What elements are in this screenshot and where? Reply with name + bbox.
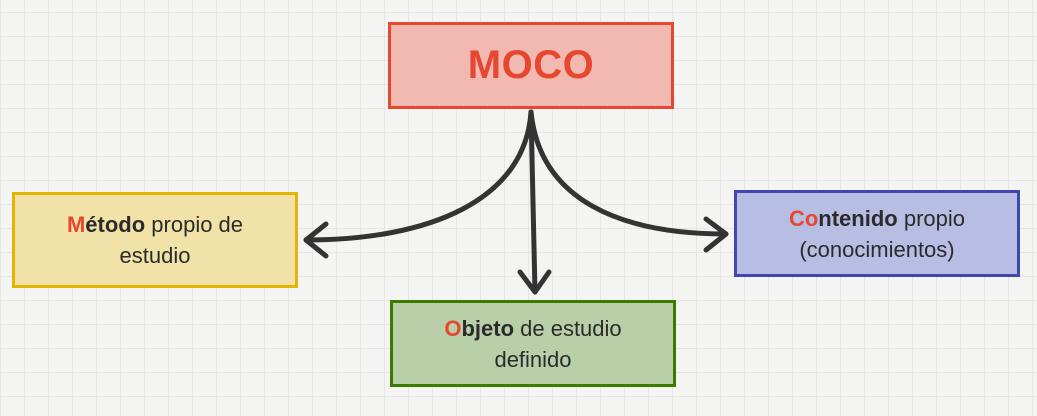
node-objeto-rest: de estudio — [514, 315, 622, 341]
node-metodo-line2: estudio — [119, 243, 191, 268]
node-objeto-line2: definido — [494, 346, 572, 372]
node-metodo-initial: M — [66, 212, 86, 237]
node-contenido-initial: Co — [788, 205, 819, 231]
node-objeto-initial: O — [444, 315, 462, 341]
node-contenido-bold: ntenido — [818, 205, 898, 231]
node-objeto: Objeto de estudio definido — [390, 300, 676, 387]
arrow-to-contenido — [528, 109, 729, 237]
center-node-moco: MOCO — [388, 22, 674, 109]
node-contenido-rest: propio — [897, 205, 966, 231]
node-objeto-bold: bjeto — [461, 315, 515, 341]
center-node-title: MOCO — [467, 43, 595, 87]
node-contenido-label: Contenido propio (conocimientos) — [789, 203, 965, 265]
node-metodo-bold: étodo — [85, 212, 146, 237]
node-contenido-line2: (conocimientos) — [799, 236, 955, 262]
node-metodo-rest: propio de — [145, 212, 244, 237]
node-contenido: Contenido propio (conocimientos) — [734, 190, 1020, 277]
arrowhead-metodo — [303, 221, 329, 259]
arrow-to-metodo — [303, 109, 534, 243]
arrow-to-objeto — [528, 109, 538, 295]
arrowhead-contenido — [703, 216, 729, 253]
node-metodo-label: Método propio de estudio — [67, 209, 243, 271]
node-metodo: Método propio de estudio — [12, 192, 298, 288]
node-objeto-label: Objeto de estudio definido — [444, 313, 621, 375]
arrowhead-objeto — [517, 269, 552, 295]
